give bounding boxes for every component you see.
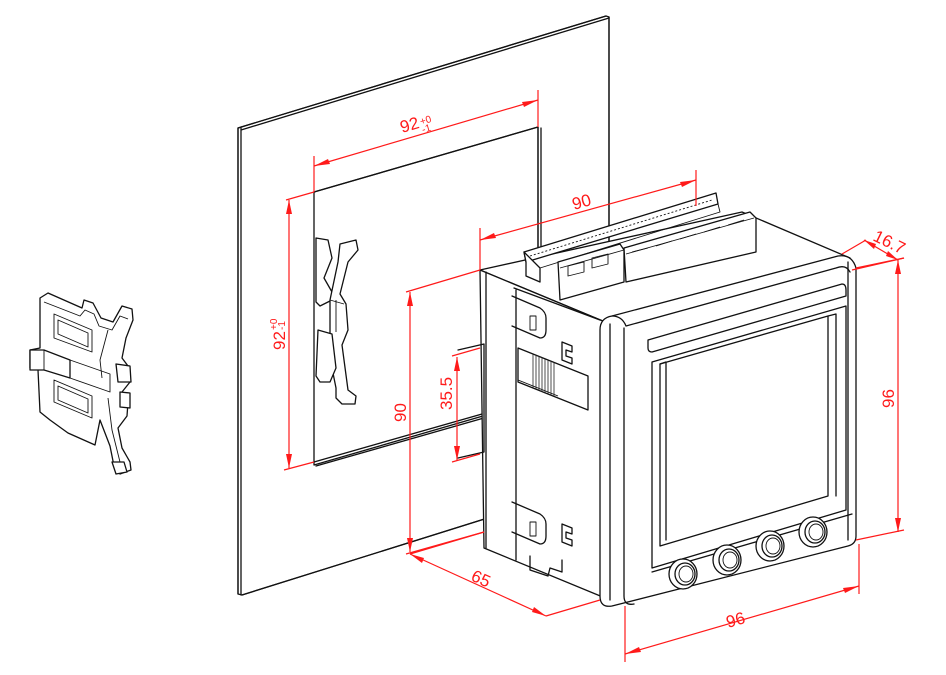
front-button-4[interactable] — [798, 516, 828, 548]
dim-clip-height: 35.5 — [437, 347, 481, 463]
terminal-block-front — [557, 211, 757, 301]
dim-cutout-width: 92 +0 -1 — [313, 90, 539, 192]
dim-cutout-height-tol-plus: +0 — [269, 318, 280, 330]
dim-cutout-width-tol-minus: -1 — [421, 123, 433, 136]
dim-cutout-width-value: 92 — [398, 113, 422, 137]
dim-body-depth-value: 65 — [468, 566, 493, 591]
dim-cutout-height-tol-minus: -1 — [277, 321, 288, 330]
mounting-clip-installed — [315, 237, 359, 405]
dim-cutout-height-value: 92 — [270, 331, 289, 350]
dim-body-height: 90 — [391, 269, 485, 555]
bezel-top-strip — [647, 283, 847, 353]
dim-body-height-value: 90 — [391, 403, 410, 422]
dim-cutout-width-tol-plus: +0 — [419, 114, 433, 128]
dim-cutout-height: 92 +0 -1 — [269, 191, 315, 471]
side-grip-ribs — [532, 354, 555, 396]
svg-text:92: 92 — [398, 113, 422, 137]
dim-body-width-value: 90 — [570, 190, 593, 213]
terminal-block-rear — [523, 192, 721, 283]
side-latch-top — [511, 295, 573, 365]
dim-front-width-value: 96 — [724, 608, 747, 631]
dim-clip-height-value: 35.5 — [437, 377, 456, 410]
dim-front-height: 96 — [855, 257, 905, 541]
side-latch-bottom — [511, 501, 573, 547]
meter-side-face — [479, 269, 611, 601]
front-button-3[interactable] — [755, 530, 785, 562]
meter-display-screen — [659, 315, 829, 547]
mounting-clip-detached — [29, 292, 134, 475]
dim-body-width: 90 — [479, 170, 697, 270]
dim-front-height-value: 96 — [879, 389, 898, 408]
meter-body — [457, 192, 857, 607]
front-button-2[interactable] — [712, 544, 742, 576]
front-button-1[interactable] — [668, 558, 698, 590]
dim-front-width: 96 — [624, 544, 860, 662]
